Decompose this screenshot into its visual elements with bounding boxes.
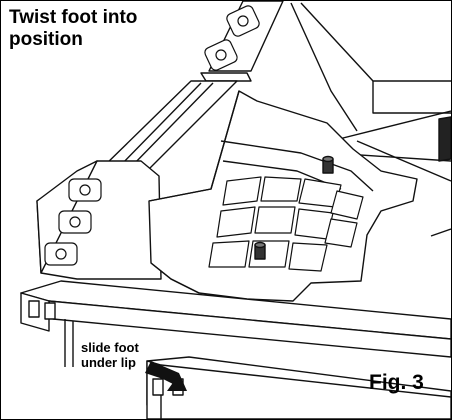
figure-label: Fig. 3 [369,371,424,394]
slide-arrow [145,361,187,391]
callout-line-2: under lip [81,354,136,370]
upper-leg-pads [204,5,260,71]
foot-grid [208,176,364,272]
background-panel [290,2,451,237]
slide-foot-callout: slide foot under lip [81,340,139,371]
instruction-title: Twist foot into position [7,5,163,54]
foot-bolts [254,155,334,260]
lower-leg-pads [44,178,102,266]
callout-line-1: slide foot [81,340,139,355]
base-rail [20,280,451,419]
